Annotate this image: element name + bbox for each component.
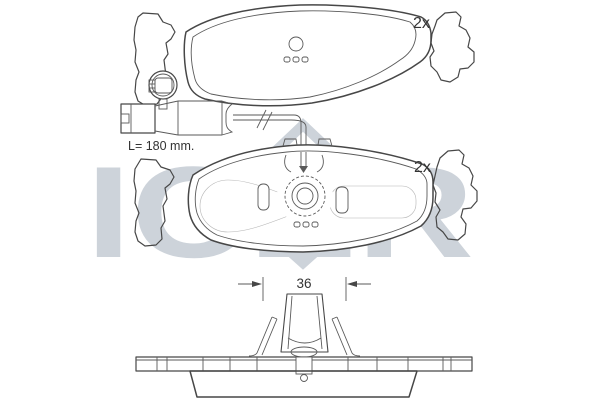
middle-pad-slot-right [335, 186, 349, 214]
top-pad-quantity-label: 2x [413, 15, 430, 32]
middle-pad-stamp-marks [293, 221, 319, 228]
spring-clip-left-wing [248, 316, 278, 357]
dimension-extension-lines [262, 277, 347, 301]
wire-break-marks [256, 109, 273, 131]
middle-pad-quantity-label: 2x [414, 159, 431, 176]
sensor-taper [154, 100, 179, 136]
middle-pad-slot-left [257, 183, 270, 211]
clip-width-dimension: 36 [238, 276, 371, 301]
clip-spring-arms [284, 154, 324, 173]
wire-tip-arrow [299, 166, 308, 173]
middle-pad-clip-mount [284, 175, 326, 217]
middle-pad-edge-tabs [282, 138, 333, 147]
top-pad-stamp-marks [283, 56, 309, 63]
sensor-body [177, 100, 223, 136]
top-pad-backplate-outline [183, 4, 432, 107]
middle-pad-friction-surface [194, 150, 428, 247]
dimension-arrow-left [252, 281, 262, 287]
top-pad-left-ear [133, 12, 176, 107]
backplate-section-ticks [156, 357, 452, 371]
spring-clip-inner-lines [287, 295, 323, 350]
top-pad-right-ear [429, 11, 475, 83]
clip-width-value: 36 [296, 276, 311, 291]
top-pad-hole-halo [285, 33, 307, 55]
middle-pad-left-ear [133, 158, 175, 247]
top-pad-wear-sensor-mount [148, 70, 178, 110]
sensor-body-end [221, 100, 234, 136]
wear-sensor-cable: L= 180 mm. [120, 100, 307, 153]
top-pad-friction-surface [190, 10, 417, 101]
spring-clip-right-wing [331, 316, 361, 357]
sensor-wire-into-pad [300, 152, 307, 167]
backplate-center-notch [295, 356, 313, 375]
sensor-wires [233, 114, 307, 152]
top-pad: 2x [133, 4, 475, 110]
middle-pad: 2x [133, 138, 478, 253]
friction-material-section [189, 370, 418, 398]
sensor-length-label: L= 180 mm. [128, 139, 194, 153]
pad-cross-section [135, 356, 473, 398]
backplate-pin-hole [300, 374, 308, 382]
spring-clip-body [280, 293, 329, 353]
top-pad-rivet-hole [288, 36, 304, 52]
dimension-arrow-right [347, 281, 357, 287]
middle-pad-right-ear [432, 149, 478, 241]
spring-clip [248, 293, 361, 358]
sensor-connector [120, 103, 156, 134]
